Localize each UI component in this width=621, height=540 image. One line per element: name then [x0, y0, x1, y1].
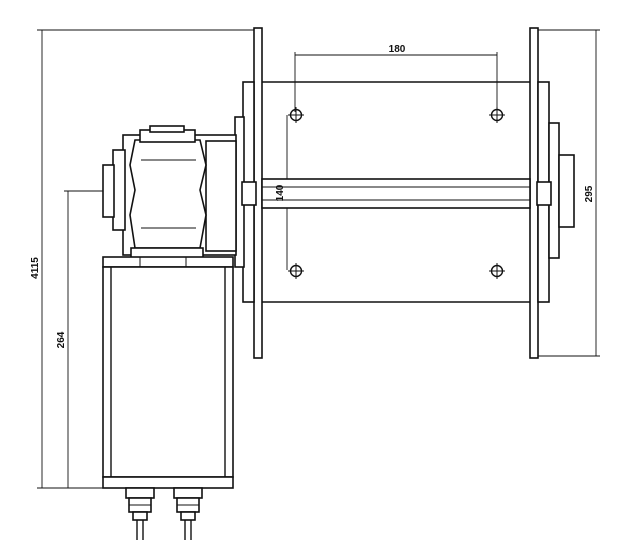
motor-top-flange: [102, 256, 234, 268]
hole-bottom-right: [489, 263, 505, 279]
dimension-label-hole-spacing-vertical: 140: [275, 184, 286, 201]
motor: [102, 266, 234, 489]
mounting-holes: [288, 107, 505, 279]
hole-bottom-left: [288, 263, 304, 279]
cable-gland-left: [125, 487, 155, 540]
dimension-label-total-height: 4115: [30, 257, 41, 279]
drum-body: [241, 81, 552, 303]
gearbox: [102, 125, 237, 268]
gearbox-input-cap: [102, 164, 115, 218]
dimension-label-hole-spacing-horizontal: 180: [389, 44, 406, 55]
gearbox-input-flange: [112, 149, 126, 231]
dimension-label-motor-height: 264: [56, 331, 67, 348]
hole-top-right: [489, 107, 505, 123]
motor-bottom-cap: [102, 476, 234, 489]
right-shaft-end: [558, 154, 575, 228]
gearbox-center-column: [129, 139, 207, 249]
hole-top-left: [288, 107, 304, 123]
dimension-label-flange-diameter: 295: [584, 185, 595, 202]
gearbox-side-plate: [205, 140, 237, 252]
cable-gland-right: [173, 487, 203, 540]
motor-body: [102, 266, 234, 478]
gearbox-top-boss: [149, 125, 185, 133]
